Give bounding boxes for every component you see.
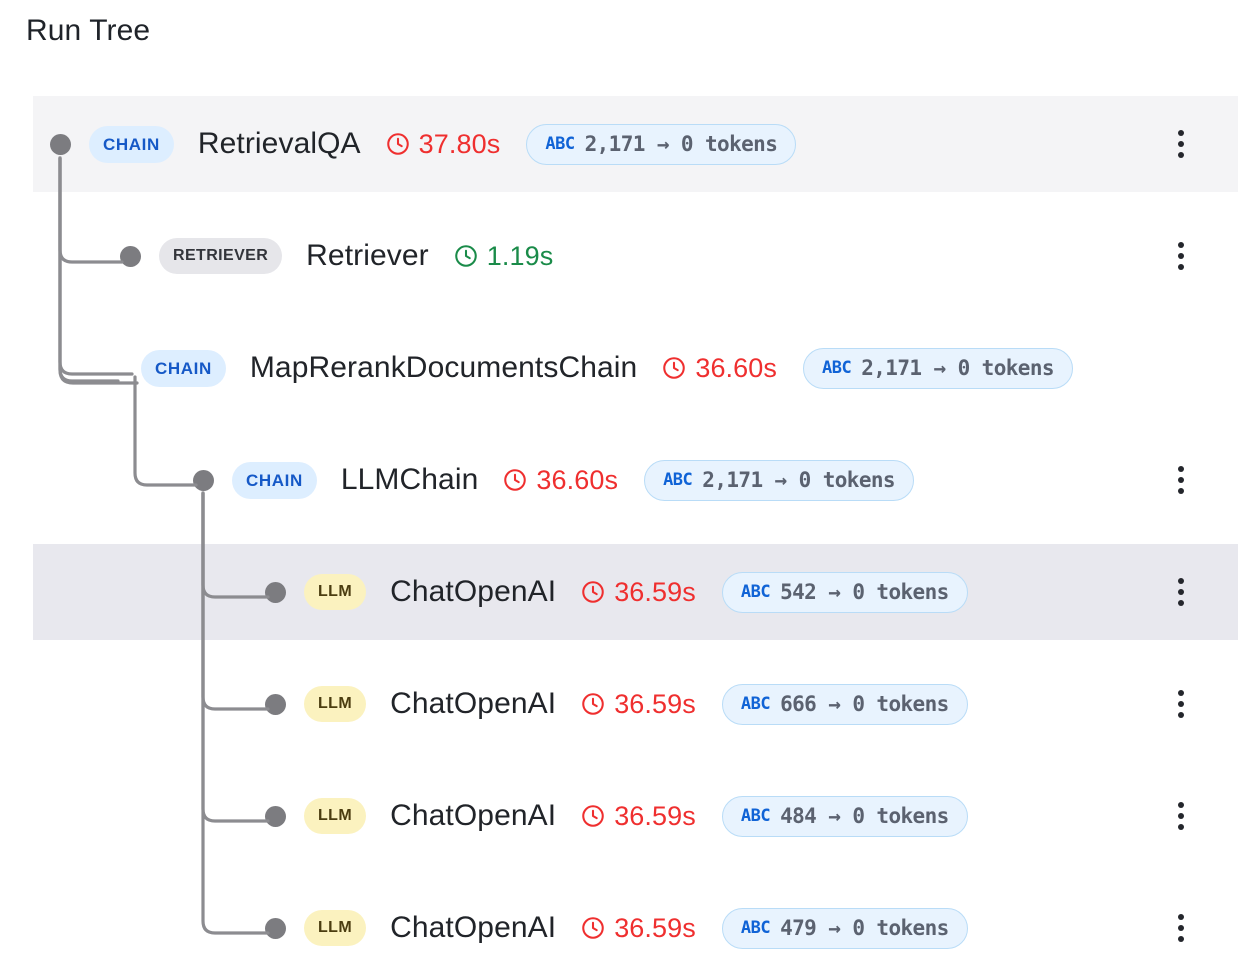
run-type-badge-llm: LLM: [304, 574, 367, 610]
run-type-badge-retriever: RETRIEVER: [159, 238, 283, 274]
run-duration: 36.60s: [502, 465, 618, 496]
clock-icon: [580, 803, 606, 829]
token-count-text: 2,171 → 0 tokens: [861, 355, 1054, 380]
token-count-text: 479 → 0 tokens: [780, 915, 949, 940]
run-duration: 37.80s: [385, 129, 501, 160]
token-usage-badge[interactable]: ABC 542 → 0 tokens: [721, 571, 968, 613]
abc-icon: ABC: [740, 805, 771, 826]
node-dot-icon: [265, 581, 286, 603]
token-usage-badge[interactable]: ABC 2,171 → 0 tokens: [526, 123, 797, 165]
run-type-badge-chain: CHAIN: [141, 349, 226, 387]
run-duration: 1.19s: [453, 241, 554, 272]
page-title: Run Tree: [26, 14, 151, 47]
kebab-menu-icon[interactable]: [1163, 122, 1199, 166]
token-usage-badge[interactable]: ABC 2,171 → 0 tokens: [644, 459, 914, 501]
token-count-text: 542 → 0 tokens: [780, 579, 949, 604]
run-type-badge-chain: CHAIN: [232, 461, 317, 499]
node-dot-icon: [265, 805, 286, 827]
token-usage-badge[interactable]: ABC 666 → 0 tokens: [721, 683, 968, 725]
clock-icon: [453, 243, 479, 269]
run-duration: 36.59s: [580, 801, 696, 832]
duration-text: 1.19s: [486, 240, 554, 271]
run-tree-row[interactable]: CHAIN LLMChain 36.60s ABC 2,171 → 0 tokens: [0, 432, 1238, 528]
run-name[interactable]: ChatOpenAI: [390, 687, 557, 720]
duration-text: 36.60s: [536, 464, 619, 495]
run-duration: 36.59s: [580, 913, 696, 944]
node-dot-icon: [120, 245, 141, 267]
run-type-badge-llm: LLM: [304, 910, 367, 946]
duration-text: 36.59s: [614, 576, 696, 607]
abc-icon: ABC: [822, 357, 852, 378]
clock-icon: [580, 579, 606, 605]
clock-icon: [502, 467, 528, 493]
token-count-text: 484 → 0 tokens: [780, 803, 949, 828]
kebab-menu-icon[interactable]: [1163, 906, 1199, 950]
node-dot-icon: [265, 693, 286, 715]
run-name[interactable]: ChatOpenAI: [390, 799, 557, 832]
kebab-menu-icon[interactable]: [1163, 682, 1199, 726]
run-name[interactable]: ChatOpenAI: [390, 575, 557, 608]
run-tree-row[interactable]: CHAIN RetrievalQA 37.80s ABC 2,171 → 0 token…: [0, 96, 1238, 192]
run-name[interactable]: Retriever: [306, 239, 429, 272]
run-tree-row[interactable]: RETRIEVER Retriever 1.19s: [0, 208, 1238, 304]
duration-text: 36.59s: [614, 688, 696, 719]
node-dot-icon: [193, 469, 214, 491]
token-usage-badge[interactable]: ABC 484 → 0 tokens: [721, 795, 968, 837]
run-tree-row[interactable]: CHAIN MapRerankDocumentsChain 36.60s ABC 2,1…: [0, 320, 1238, 416]
run-name[interactable]: RetrievalQA: [197, 127, 361, 160]
node-dot-icon: [265, 917, 286, 939]
run-type-badge-llm: LLM: [304, 686, 367, 722]
abc-icon: ABC: [740, 917, 771, 938]
kebab-menu-icon[interactable]: [1163, 234, 1199, 278]
token-count-text: 2,171 → 0 tokens: [702, 467, 895, 492]
clock-icon: [661, 355, 687, 381]
run-tree-row[interactable]: LLM ChatOpenAI 36.59s ABC 479 → 0 tokens: [0, 880, 1238, 972]
run-name[interactable]: ChatOpenAI: [390, 911, 557, 944]
run-duration: 36.59s: [580, 577, 696, 608]
duration-text: 36.60s: [695, 352, 777, 383]
kebab-menu-icon[interactable]: [1163, 570, 1199, 614]
duration-text: 36.59s: [614, 800, 696, 831]
token-usage-badge[interactable]: ABC 479 → 0 tokens: [721, 907, 968, 949]
run-tree-row[interactable]: LLM ChatOpenAI 36.59s ABC 666 → 0 tokens: [0, 656, 1238, 752]
clock-icon: [385, 131, 411, 157]
token-count-text: 2,171 → 0 tokens: [584, 131, 778, 156]
duration-text: 36.59s: [614, 912, 696, 943]
run-tree-row[interactable]: LLM ChatOpenAI 36.59s ABC 484 → 0 tokens: [0, 768, 1238, 864]
token-count-text: 666 → 0 tokens: [780, 691, 949, 716]
run-duration: 36.60s: [661, 353, 777, 384]
run-name[interactable]: LLMChain: [340, 463, 479, 496]
abc-icon: ABC: [545, 133, 575, 154]
run-duration: 36.59s: [580, 689, 696, 720]
run-type-badge-llm: LLM: [304, 798, 367, 834]
node-dot-icon: [50, 133, 71, 155]
abc-icon: ABC: [740, 581, 771, 602]
clock-icon: [580, 691, 606, 717]
kebab-menu-icon[interactable]: [1163, 794, 1199, 838]
duration-text: 37.80s: [418, 128, 501, 159]
abc-icon: ABC: [740, 693, 771, 714]
run-tree-row[interactable]: LLM ChatOpenAI 36.59s ABC 542 → 0 tokens: [0, 544, 1238, 640]
token-usage-badge[interactable]: ABC 2,171 → 0 tokens: [803, 347, 1073, 389]
abc-icon: ABC: [663, 469, 693, 490]
run-type-badge-chain: CHAIN: [89, 125, 174, 163]
run-name[interactable]: MapRerankDocumentsChain: [249, 351, 638, 384]
kebab-menu-icon[interactable]: [1163, 458, 1199, 502]
clock-icon: [580, 915, 606, 941]
